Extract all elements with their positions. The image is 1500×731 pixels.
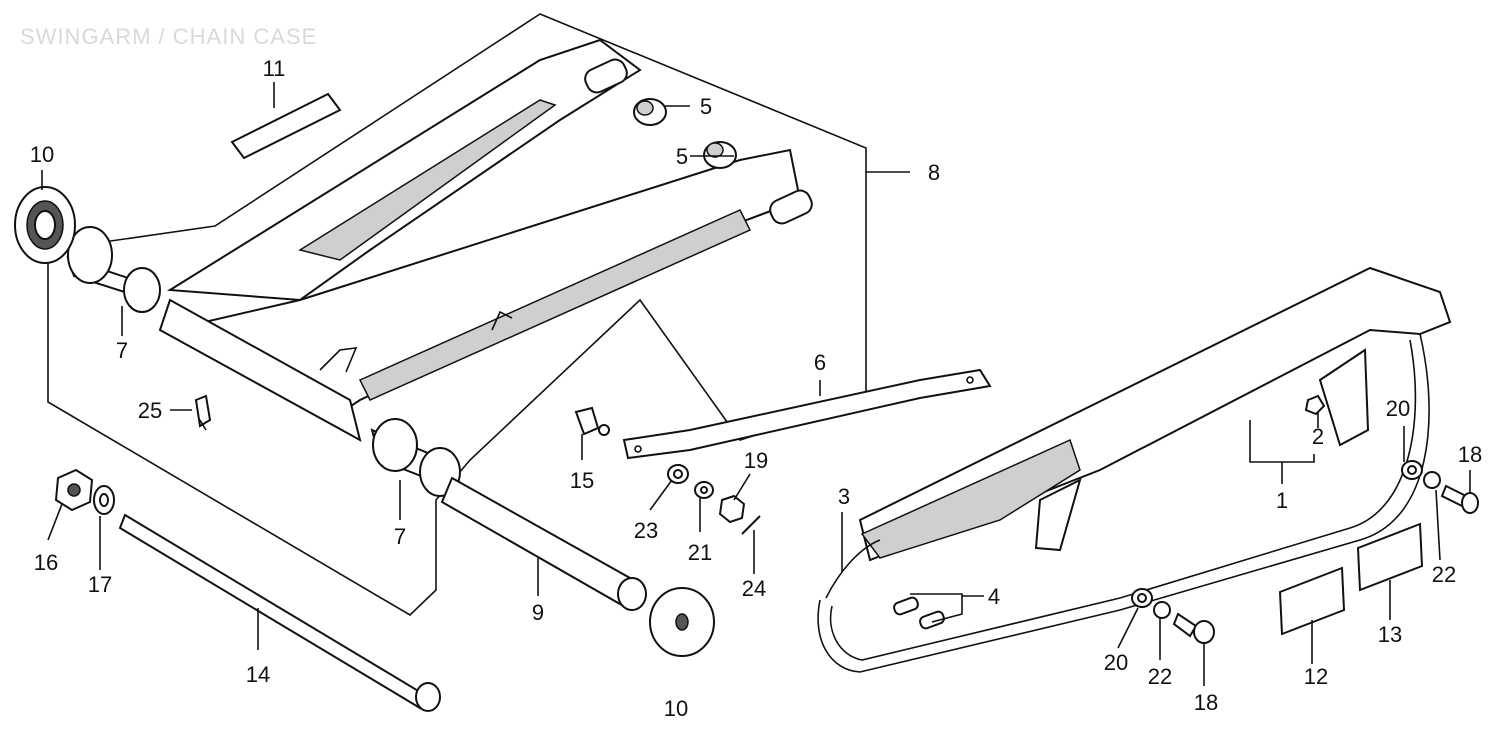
callout-3: 3 [838, 484, 850, 509]
callout-17: 17 [88, 572, 112, 597]
callout-8: 8 [928, 160, 940, 185]
callout-15: 15 [570, 468, 594, 493]
chain-joint [893, 596, 945, 630]
grommet-20-upper [1401, 460, 1423, 480]
callout-22-upper: 22 [1432, 562, 1456, 587]
callout-14: 14 [246, 662, 270, 687]
callout-12: 12 [1304, 664, 1328, 689]
callout-5-upper: 5 [700, 94, 712, 119]
callout-4: 4 [988, 584, 1000, 609]
callout-21: 21 [688, 540, 712, 565]
drive-chain [825, 438, 1081, 599]
callout-23: 23 [634, 518, 658, 543]
callout-5-lower: 5 [676, 144, 688, 169]
callout-7-left: 7 [116, 338, 128, 363]
callout-20-lower: 20 [1104, 650, 1128, 675]
bushing-upper [633, 98, 667, 126]
bearing-bottom [649, 587, 715, 657]
pivot-bolt-long [118, 513, 441, 712]
chain-adjuster-bar [622, 368, 992, 460]
callout-18-upper: 18 [1458, 442, 1482, 467]
swingarm [158, 38, 813, 442]
washer-23 [667, 464, 689, 484]
callout-18-lower: 18 [1194, 690, 1218, 715]
callout-16: 16 [34, 550, 58, 575]
callout-1: 1 [1276, 488, 1288, 513]
nut-19 [718, 494, 746, 524]
collar-22-upper [1423, 471, 1441, 489]
label-plate-12 [1278, 566, 1346, 636]
callout-9: 9 [532, 600, 544, 625]
screw-2 [1304, 394, 1326, 416]
washer-21 [694, 481, 714, 499]
pivot-sleeve-right [370, 418, 461, 497]
nut-16 [54, 468, 94, 512]
diagram-title: SWINGARM / CHAIN CASE [20, 24, 318, 49]
callout-7-right: 7 [394, 524, 406, 549]
grommet-20-lower [1131, 588, 1153, 608]
label-plate-13 [1356, 522, 1424, 592]
washer-17 [93, 485, 115, 515]
label-plate-11 [230, 92, 342, 160]
bushing-lower [703, 141, 737, 169]
bolt-18-upper [1440, 484, 1479, 514]
callout-25: 25 [138, 398, 162, 423]
cotter-pin-24 [741, 515, 761, 535]
callout-6: 6 [814, 350, 826, 375]
chain-case [817, 266, 1452, 673]
callout-10-bearing-bottom: 10 [664, 696, 688, 721]
callout-10-bearing-left: 10 [30, 142, 54, 167]
bearing-left [14, 186, 76, 264]
callout-22-lower: 22 [1148, 664, 1172, 689]
leader-lines [41, 82, 1471, 686]
pivot-sleeve-left [66, 226, 161, 313]
callout-19: 19 [744, 448, 768, 473]
callout-20-upper: 20 [1386, 396, 1410, 421]
callout-2: 2 [1312, 424, 1324, 449]
bolt-15 [574, 406, 610, 436]
callout-13: 13 [1378, 622, 1402, 647]
collar-22-lower [1153, 601, 1171, 619]
grease-fitting-25 [194, 394, 212, 431]
callout-labels: 11 10 5 5 8 7 25 7 16 17 14 9 10 6 15 23… [30, 56, 1482, 721]
callout-11: 11 [263, 56, 286, 81]
bolt-18-lower [1172, 612, 1215, 644]
pivot-shaft [440, 476, 647, 611]
callout-24: 24 [742, 576, 766, 601]
